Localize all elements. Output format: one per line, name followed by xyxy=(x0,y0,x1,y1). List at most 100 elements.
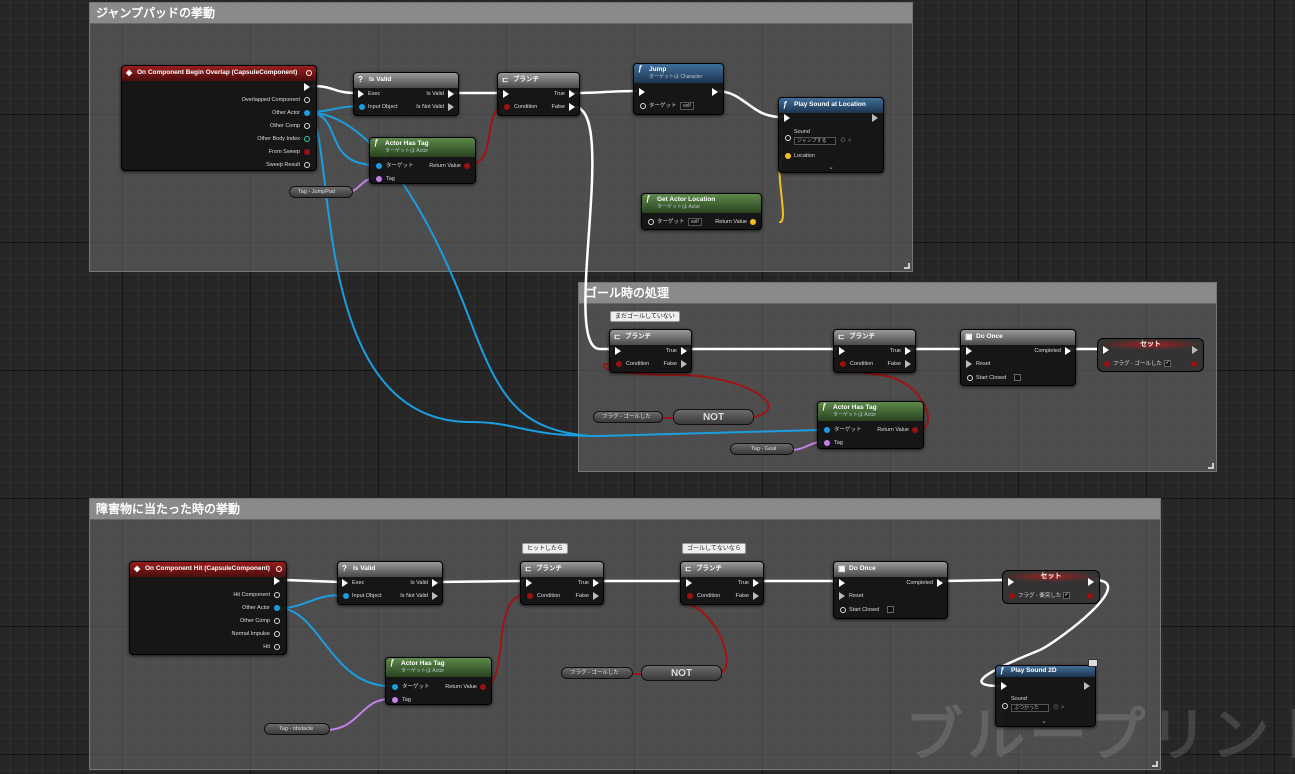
bool-pin[interactable] xyxy=(616,361,622,367)
exec-in-pin[interactable] xyxy=(839,592,845,600)
goal-flag-variable[interactable]: フラグ - ゴールした xyxy=(561,667,633,679)
exec-out-pin[interactable] xyxy=(712,88,718,96)
exec-out-pin[interactable] xyxy=(432,579,438,587)
chevron-down-icon[interactable]: ⌄ xyxy=(1041,718,1047,725)
value-checkbox[interactable]: ✔ xyxy=(1164,360,1171,367)
is-valid-node[interactable]: ?Is Valid Exec Is Valid Input Object Is … xyxy=(353,72,459,116)
exec-out-pin[interactable] xyxy=(432,592,438,600)
node-header[interactable]: ⊏ブランチ xyxy=(681,562,763,577)
bool-pin[interactable] xyxy=(304,149,310,155)
is-valid-node[interactable]: ?Is Valid Exec Is Valid Input Object Is … xyxy=(337,561,443,605)
close-icon[interactable] xyxy=(276,566,282,572)
exec-in-pin[interactable] xyxy=(839,347,845,355)
comment-bubble[interactable]: ゴールしてないなら xyxy=(682,543,746,554)
start-closed-checkbox[interactable] xyxy=(887,606,894,613)
vector-pin[interactable] xyxy=(750,219,756,225)
exec-out-pin[interactable] xyxy=(569,90,575,98)
struct-pin[interactable] xyxy=(304,162,310,168)
self-field[interactable]: self xyxy=(680,102,694,110)
node-header[interactable]: ⊏ブランチ xyxy=(610,330,691,345)
object-pin[interactable] xyxy=(785,135,791,141)
bool-pin[interactable] xyxy=(1104,361,1110,367)
bool-pin[interactable] xyxy=(1009,593,1015,599)
exec-in-pin[interactable] xyxy=(358,90,364,98)
bool-pin[interactable] xyxy=(480,684,486,690)
branch-node[interactable]: ⊏ブランチ True Condition False xyxy=(520,561,604,605)
exec-in-pin[interactable] xyxy=(966,360,972,368)
exec-out-pin[interactable] xyxy=(905,360,911,368)
bool-pin[interactable] xyxy=(840,607,846,613)
component-pin[interactable] xyxy=(274,592,280,598)
close-icon[interactable] xyxy=(306,70,312,76)
component-pin[interactable] xyxy=(304,97,310,103)
bool-pin[interactable] xyxy=(912,427,918,433)
value-checkbox[interactable]: ✔ xyxy=(1063,592,1070,599)
set-variable-node[interactable]: セット フラグ - ゴールした ✔ xyxy=(1097,338,1204,372)
not-node[interactable]: NOT xyxy=(641,665,722,681)
exec-out-pin[interactable] xyxy=(1065,347,1071,355)
do-once-node[interactable]: ▣Do Once Completed Reset Start Closed xyxy=(833,561,948,619)
exec-out-pin[interactable] xyxy=(681,360,687,368)
name-pin[interactable] xyxy=(824,440,830,446)
node-header[interactable]: ▣Do Once xyxy=(834,562,947,577)
bool-pin[interactable] xyxy=(967,375,973,381)
branch-node[interactable]: ⊏ブランチ True Condition False xyxy=(497,72,580,116)
object-pin[interactable] xyxy=(304,110,310,116)
name-pin[interactable] xyxy=(376,176,382,182)
exec-in-pin[interactable] xyxy=(966,347,972,355)
bool-pin[interactable] xyxy=(1087,593,1093,599)
not-node[interactable]: NOT xyxy=(673,409,754,425)
object-pin[interactable] xyxy=(359,104,365,110)
bool-pin[interactable] xyxy=(527,593,533,599)
node-header[interactable]: ◆On Component Hit (CapsuleComponent) xyxy=(130,562,286,577)
bool-pin[interactable] xyxy=(687,593,693,599)
branch-node[interactable]: ⊏ブランチ True Condition False xyxy=(833,329,916,373)
exec-in-pin[interactable] xyxy=(839,579,845,587)
sound-select[interactable]: ジャンプする xyxy=(794,137,836,145)
object-pin[interactable] xyxy=(376,163,382,169)
comment-title[interactable]: ジャンプパッドの挙動 xyxy=(90,3,912,24)
int-pin[interactable] xyxy=(304,136,310,142)
event-component-hit-node[interactable]: ◆On Component Hit (CapsuleComponent) Hit… xyxy=(129,561,287,655)
exec-out-pin[interactable] xyxy=(937,579,943,587)
comment-title[interactable]: ゴール時の処理 xyxy=(579,283,1216,304)
browse-icon[interactable]: ⊙ ⌕ xyxy=(840,137,852,144)
resize-handle-icon[interactable] xyxy=(1152,761,1158,767)
comment-bubble[interactable]: まだゴールしていない xyxy=(610,311,680,322)
exec-in-pin[interactable] xyxy=(686,579,692,587)
name-pin[interactable] xyxy=(392,697,398,703)
exec-in-pin[interactable] xyxy=(342,579,348,587)
bool-pin[interactable] xyxy=(840,361,846,367)
tag-variable[interactable]: Tag - JumpPad xyxy=(289,186,353,198)
exec-out-pin[interactable] xyxy=(872,114,878,122)
exec-out-pin[interactable] xyxy=(681,347,687,355)
component-pin[interactable] xyxy=(274,618,280,624)
comment-bubble[interactable]: ヒットしたら xyxy=(522,543,569,554)
self-field[interactable]: self xyxy=(688,218,702,226)
node-header[interactable]: ◆On Component Begin Overlap (CapsuleComp… xyxy=(122,66,316,81)
tag-variable[interactable]: Tag - Goal xyxy=(730,443,794,455)
exec-in-pin[interactable] xyxy=(1103,346,1109,354)
bool-pin[interactable] xyxy=(504,104,510,110)
start-closed-checkbox[interactable] xyxy=(1014,374,1021,381)
exec-out-pin[interactable] xyxy=(593,579,599,587)
object-pin[interactable] xyxy=(392,684,398,690)
set-variable-node[interactable]: セット フラグ - 衝突した ✔ xyxy=(1002,570,1100,604)
exec-in-pin[interactable] xyxy=(784,114,790,122)
vector-pin[interactable] xyxy=(274,631,280,637)
exec-out-pin[interactable] xyxy=(753,579,759,587)
exec-in-pin[interactable] xyxy=(1008,578,1014,586)
branch-node[interactable]: ⊏ブランチ True Condition False xyxy=(609,329,692,373)
node-header[interactable]: ⊏ブランチ xyxy=(521,562,603,577)
tag-variable[interactable]: Tag - obstacle xyxy=(264,723,330,735)
